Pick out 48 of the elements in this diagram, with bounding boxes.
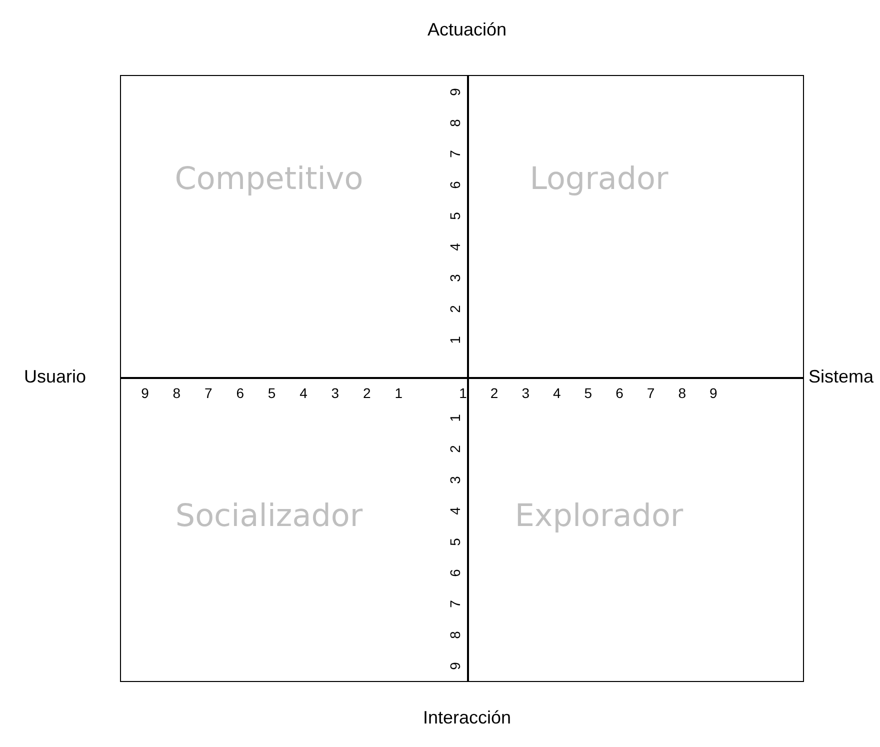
scale-number: 1	[459, 385, 467, 401]
quadrant-box	[120, 377, 468, 682]
quadrant-title: Explorador	[514, 498, 684, 534]
scale-number: 8	[447, 631, 463, 639]
axis-label: Interacción	[422, 708, 512, 728]
scale-number: 4	[447, 507, 463, 515]
quadrant-box	[467, 75, 804, 378]
scale-number: 6	[236, 385, 244, 401]
scale-number: 3	[447, 274, 463, 282]
scale-number: 2	[490, 385, 498, 401]
quadrant-title: Competitivo	[174, 161, 364, 197]
scale-number: 7	[204, 385, 212, 401]
scale-number: 4	[300, 385, 308, 401]
scale-number: 5	[447, 538, 463, 546]
scale-number: 6	[616, 385, 624, 401]
scale-number: 9	[447, 88, 463, 96]
scale-number: 6	[447, 181, 463, 189]
scale-number: 5	[447, 212, 463, 220]
quadrant-box	[467, 377, 804, 682]
scale-number: 4	[447, 243, 463, 251]
scale-number: 1	[447, 336, 463, 344]
scale-number: 8	[172, 385, 181, 401]
axis-label: Usuario	[24, 366, 86, 388]
scale-number: 6	[447, 569, 463, 577]
scale-number: 5	[584, 385, 592, 401]
scale-number: 1	[447, 414, 463, 422]
quadrant-title: Socializador	[175, 498, 363, 534]
axis-label: Actuación	[427, 20, 507, 40]
scale-number: 9	[141, 385, 149, 401]
scale-number: 7	[646, 385, 655, 401]
scale-number: 8	[447, 119, 463, 127]
scale-number: 5	[268, 385, 276, 401]
scale-number: 7	[447, 600, 463, 608]
scale-number: 9	[447, 662, 463, 670]
quadrant-box	[120, 75, 468, 378]
scale-number: 4	[553, 385, 561, 401]
scale-number: 7	[447, 150, 463, 158]
scale-number: 3	[331, 385, 340, 401]
quadrant-title: Logrador	[530, 161, 668, 197]
scale-number: 2	[363, 385, 371, 401]
scale-number: 3	[522, 385, 530, 401]
scale-number: 3	[447, 476, 463, 484]
scale-number: 8	[678, 385, 686, 401]
scale-number: 2	[447, 445, 463, 453]
scale-number: 1	[394, 385, 402, 401]
axis-label: Sistema	[808, 366, 874, 388]
scale-number: 9	[710, 385, 718, 401]
scale-number: 2	[447, 305, 463, 313]
